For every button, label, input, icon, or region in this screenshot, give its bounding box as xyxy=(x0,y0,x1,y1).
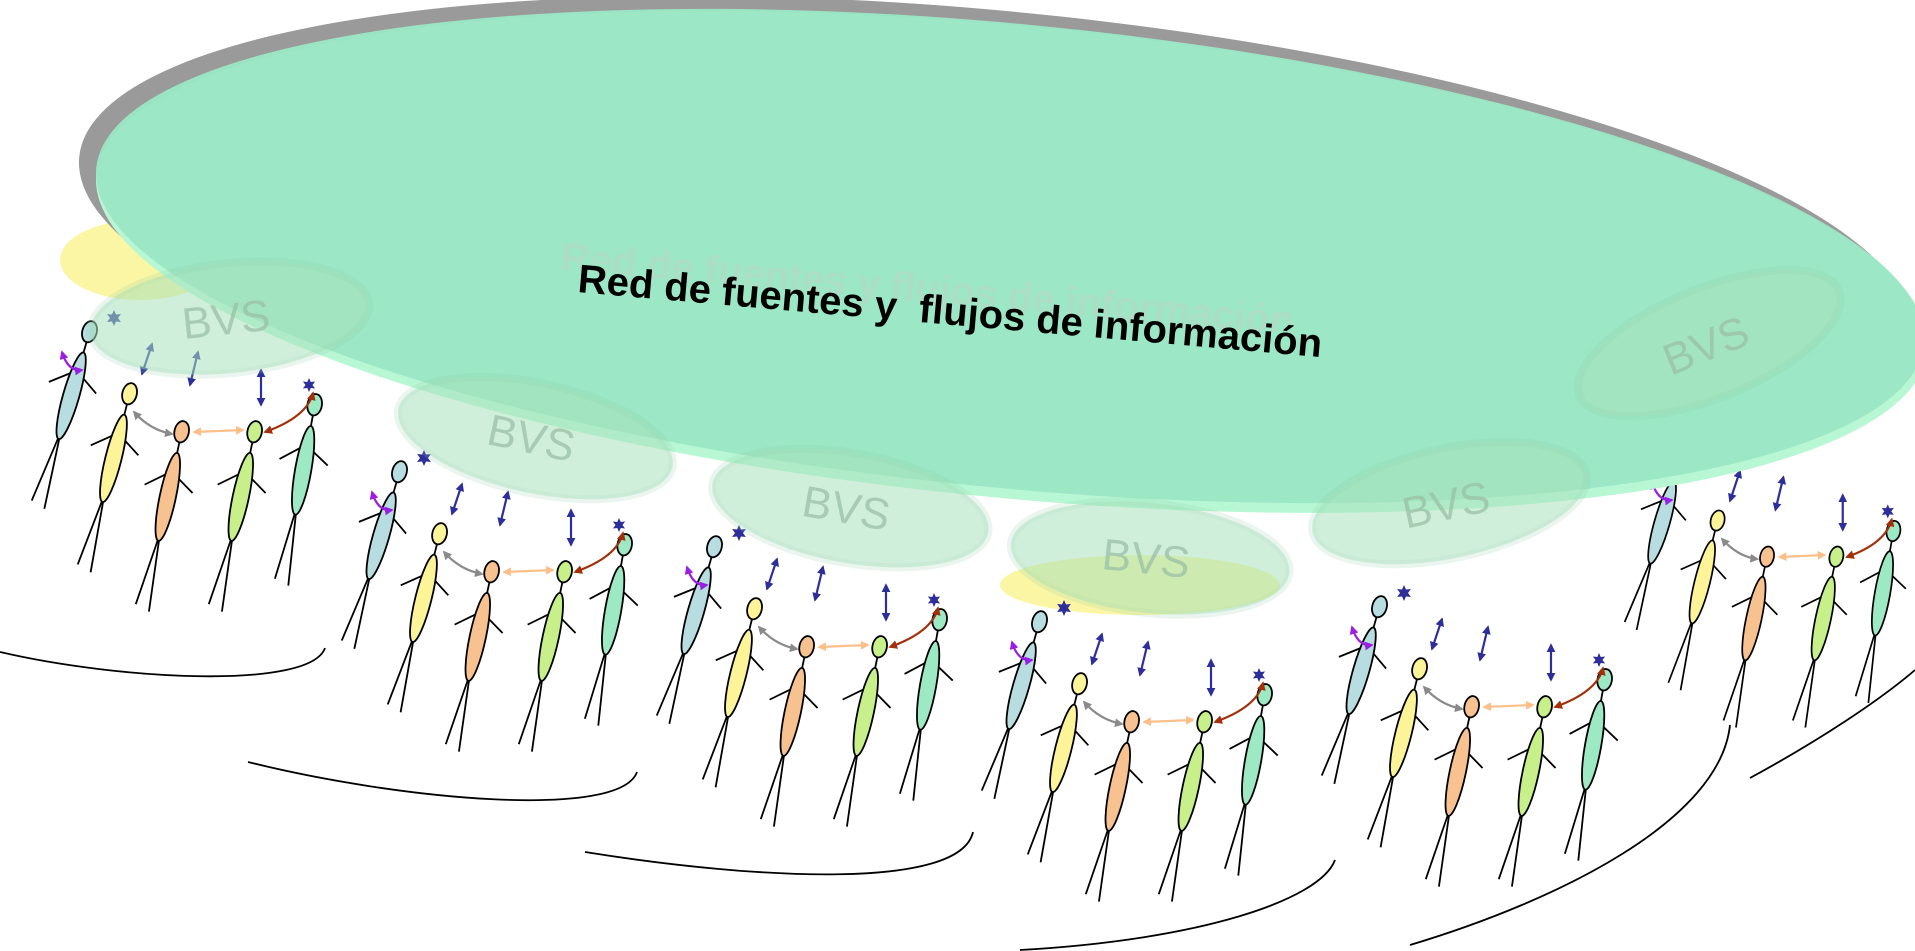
ground-curve xyxy=(247,761,638,802)
stick-figure-icon xyxy=(444,560,504,752)
ground-curve xyxy=(1749,669,1915,779)
stick-figure-icon xyxy=(1792,545,1848,728)
double-arrow-icon xyxy=(1477,625,1491,662)
disc-face xyxy=(95,8,1915,504)
stick-figure-icon xyxy=(1722,545,1779,728)
stick-figure-icon xyxy=(1424,695,1484,887)
star-icon xyxy=(612,518,626,532)
stick-figure-icon xyxy=(899,608,954,801)
bvs-group: BVS xyxy=(393,372,677,504)
double-arrow-icon xyxy=(817,640,870,652)
double-arrow-icon xyxy=(502,565,555,577)
stick-figure-icon xyxy=(1564,668,1619,861)
people-group xyxy=(655,525,954,827)
double-arrow-icon xyxy=(1728,469,1742,503)
double-arrow-icon xyxy=(1142,715,1195,727)
double-arrow-icon xyxy=(1845,517,1895,559)
double-arrow-icon xyxy=(263,391,316,434)
bvs-label: BVS xyxy=(1100,530,1193,588)
double-arrow-icon xyxy=(1137,640,1151,677)
star-icon xyxy=(1881,504,1894,519)
stick-figure-icon xyxy=(1497,695,1557,887)
stick-figure-icon xyxy=(1157,710,1217,902)
double-arrow-icon xyxy=(765,557,779,591)
stick-figure-icon xyxy=(1854,520,1907,703)
bvs-group: BVS xyxy=(1573,265,1845,421)
double-arrow-icon xyxy=(132,410,174,438)
double-arrow-icon xyxy=(1482,700,1535,712)
stick-figure-icon xyxy=(207,420,267,612)
star-icon xyxy=(927,593,941,607)
double-arrow-icon xyxy=(1720,537,1760,563)
double-arrow-icon xyxy=(888,606,941,649)
double-arrow-icon xyxy=(497,490,511,527)
stick-figure-icon xyxy=(759,635,819,827)
star-icon xyxy=(1057,600,1071,616)
star-icon xyxy=(302,378,316,392)
double-arrow-icon xyxy=(442,550,484,578)
people-groups xyxy=(30,310,1907,902)
double-arrow-icon xyxy=(1777,550,1827,562)
stick-figure-icon xyxy=(1667,509,1727,691)
double-arrow-icon xyxy=(1430,617,1444,651)
double-arrow-icon xyxy=(1772,475,1787,512)
ground-curve xyxy=(0,647,326,678)
double-arrow-icon xyxy=(59,350,84,376)
double-arrow-icon xyxy=(1082,700,1124,728)
ground-curve xyxy=(1409,724,1731,946)
double-arrow-icon xyxy=(812,565,826,602)
bvs-group: BVS xyxy=(1308,437,1592,569)
stick-figure-icon xyxy=(76,382,140,573)
double-arrow-icon xyxy=(1009,640,1034,666)
bvs-group: BVS xyxy=(708,444,993,572)
star-icon xyxy=(1397,585,1411,601)
stick-figure-icon xyxy=(517,560,577,752)
star-icon xyxy=(1252,668,1266,682)
star-icon xyxy=(417,450,431,466)
stick-figure-icon xyxy=(1366,657,1430,848)
double-arrow-icon xyxy=(1213,681,1266,724)
star-icon xyxy=(732,525,746,541)
double-arrow-icon xyxy=(1349,625,1374,651)
star-icon xyxy=(1592,653,1606,667)
stick-figure-icon xyxy=(386,522,450,713)
double-arrow-icon xyxy=(450,482,464,516)
stick-figure-icon xyxy=(134,420,194,612)
double-arrow-icon xyxy=(1553,666,1606,709)
double-arrow-icon xyxy=(1090,632,1104,666)
people-group xyxy=(980,600,1279,902)
bvs-group: BVS xyxy=(1006,497,1294,619)
stick-figure-icon xyxy=(832,635,892,827)
ground-curve xyxy=(584,831,974,876)
stick-figure-icon xyxy=(274,393,329,586)
bvs-group: BVS xyxy=(86,257,374,379)
double-arrow-icon xyxy=(369,490,394,516)
people-group xyxy=(1320,585,1619,887)
double-arrow-icon xyxy=(684,565,709,591)
ground-curve xyxy=(1019,859,1336,951)
double-arrow-icon xyxy=(757,625,799,653)
stick-figure-icon xyxy=(1084,710,1144,902)
stick-figure-icon xyxy=(701,597,765,788)
double-arrow-icon xyxy=(573,531,626,574)
stick-figure-icon xyxy=(1026,672,1090,863)
bvs-label: BVS xyxy=(180,291,273,349)
stick-figure-icon xyxy=(584,533,639,726)
people-group xyxy=(340,450,639,752)
double-arrow-icon xyxy=(192,425,245,437)
double-arrow-icon xyxy=(1422,685,1464,713)
ground-curves xyxy=(0,647,1915,951)
stick-figure-icon xyxy=(1224,683,1279,876)
